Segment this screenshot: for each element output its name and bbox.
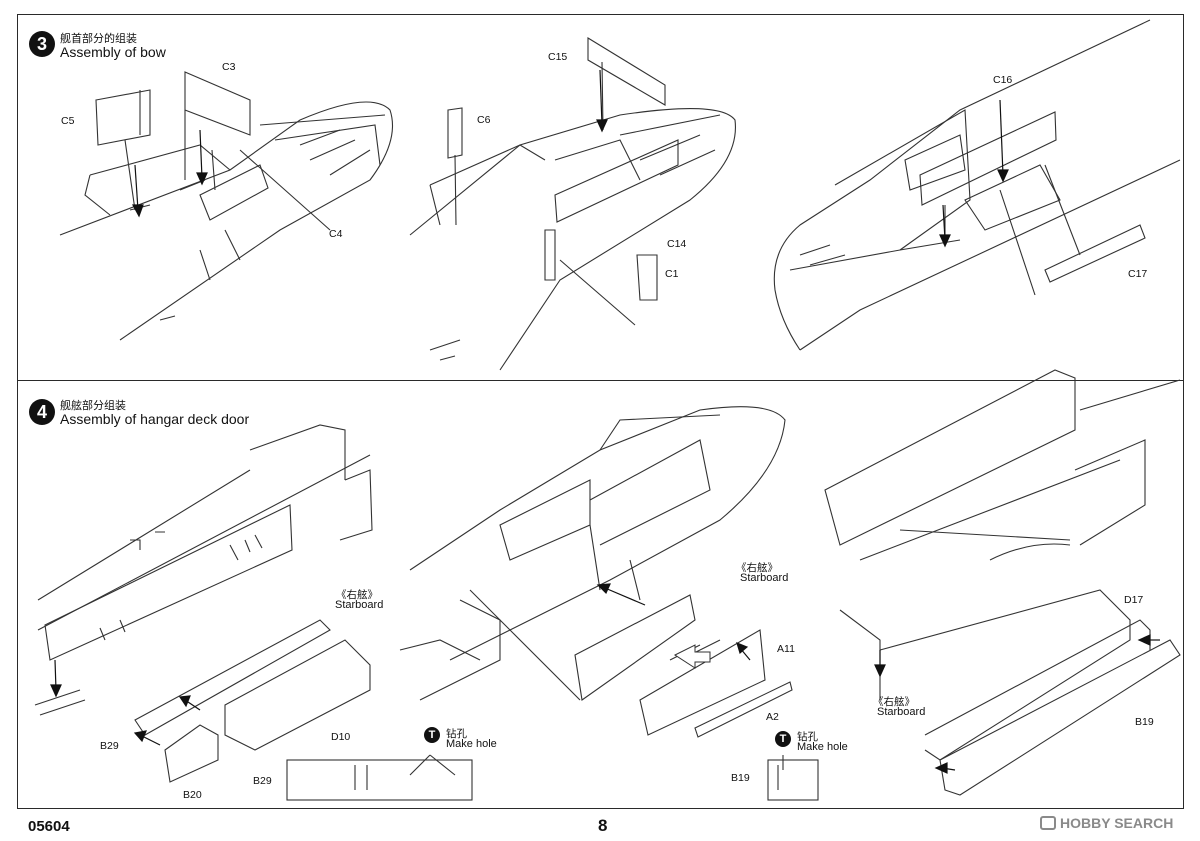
hull-side-drawing-middle bbox=[399, 406, 793, 738]
part-label-b20: B20 bbox=[183, 789, 202, 801]
bow-drawing-right bbox=[773, 19, 1181, 351]
part-label-c1: C1 bbox=[665, 268, 679, 280]
detail-label-b29: B29 bbox=[253, 775, 272, 787]
b29-detail-plate bbox=[286, 759, 473, 801]
b19-detail-plate bbox=[767, 759, 819, 801]
part-label-c14: C14 bbox=[667, 238, 687, 250]
make-hole-zh-right: 钻孔 bbox=[797, 731, 818, 743]
part-label-c17: C17 bbox=[1128, 268, 1148, 280]
part-label-c5: C5 bbox=[61, 115, 75, 127]
part-label-c16: C16 bbox=[993, 74, 1013, 86]
part-label-d10: D10 bbox=[331, 731, 351, 743]
starboard-zh-middle: 《右舷》 bbox=[736, 562, 778, 574]
starboard-en-middle: Starboard bbox=[740, 572, 789, 584]
watermark-text: HOBBY SEARCH bbox=[1060, 815, 1174, 831]
make-hole-en-right: Make hole bbox=[797, 741, 848, 753]
step-4-number-badge: 4 bbox=[29, 399, 55, 425]
step-3-title-en: Assembly of bow bbox=[60, 44, 166, 60]
hobby-search-logo-icon bbox=[1040, 816, 1056, 830]
step-4-title-zh: 舰舷部分组装 bbox=[60, 400, 126, 412]
part-label-c6: C6 bbox=[477, 114, 491, 126]
drill-hole-icon: T bbox=[424, 727, 440, 743]
part-label-a2: A2 bbox=[766, 711, 779, 723]
step-3-title-zh: 舰首部分的组装 bbox=[60, 33, 137, 45]
part-label-b29: B29 bbox=[100, 740, 119, 752]
part-label-c4: C4 bbox=[329, 228, 343, 240]
page-frame bbox=[17, 14, 1184, 809]
starboard-zh-left: 《右舷》 bbox=[336, 589, 378, 601]
page-number: 8 bbox=[598, 816, 608, 835]
drill-hole-icon: T bbox=[775, 731, 791, 747]
product-code: 05604 bbox=[28, 818, 70, 835]
part-label-d17: D17 bbox=[1124, 594, 1144, 606]
part-label-c15: C15 bbox=[548, 51, 568, 63]
starboard-en-right: Starboard bbox=[877, 706, 926, 718]
watermark-logo: HOBBY SEARCH bbox=[1040, 815, 1173, 831]
hull-side-drawing-left bbox=[34, 424, 373, 783]
bow-drawing-middle bbox=[409, 37, 737, 371]
part-label-c3: C3 bbox=[222, 61, 236, 73]
step-4-title-en: Assembly of hangar deck door bbox=[60, 411, 250, 427]
starboard-zh-right: 《右舷》 bbox=[873, 696, 915, 708]
bow-drawing-left bbox=[59, 71, 394, 341]
part-label-b19: B19 bbox=[1135, 716, 1154, 728]
detail-label-b19: B19 bbox=[731, 772, 750, 784]
step-3-number-badge: 3 bbox=[29, 31, 55, 57]
part-label-a11: A11 bbox=[777, 643, 795, 655]
make-hole-zh-left: 钻孔 bbox=[446, 728, 467, 740]
make-hole-en-left: Make hole bbox=[446, 738, 497, 750]
starboard-en-left: Starboard bbox=[335, 599, 384, 611]
section-divider bbox=[17, 380, 1184, 381]
hull-side-drawing-right bbox=[824, 369, 1181, 796]
